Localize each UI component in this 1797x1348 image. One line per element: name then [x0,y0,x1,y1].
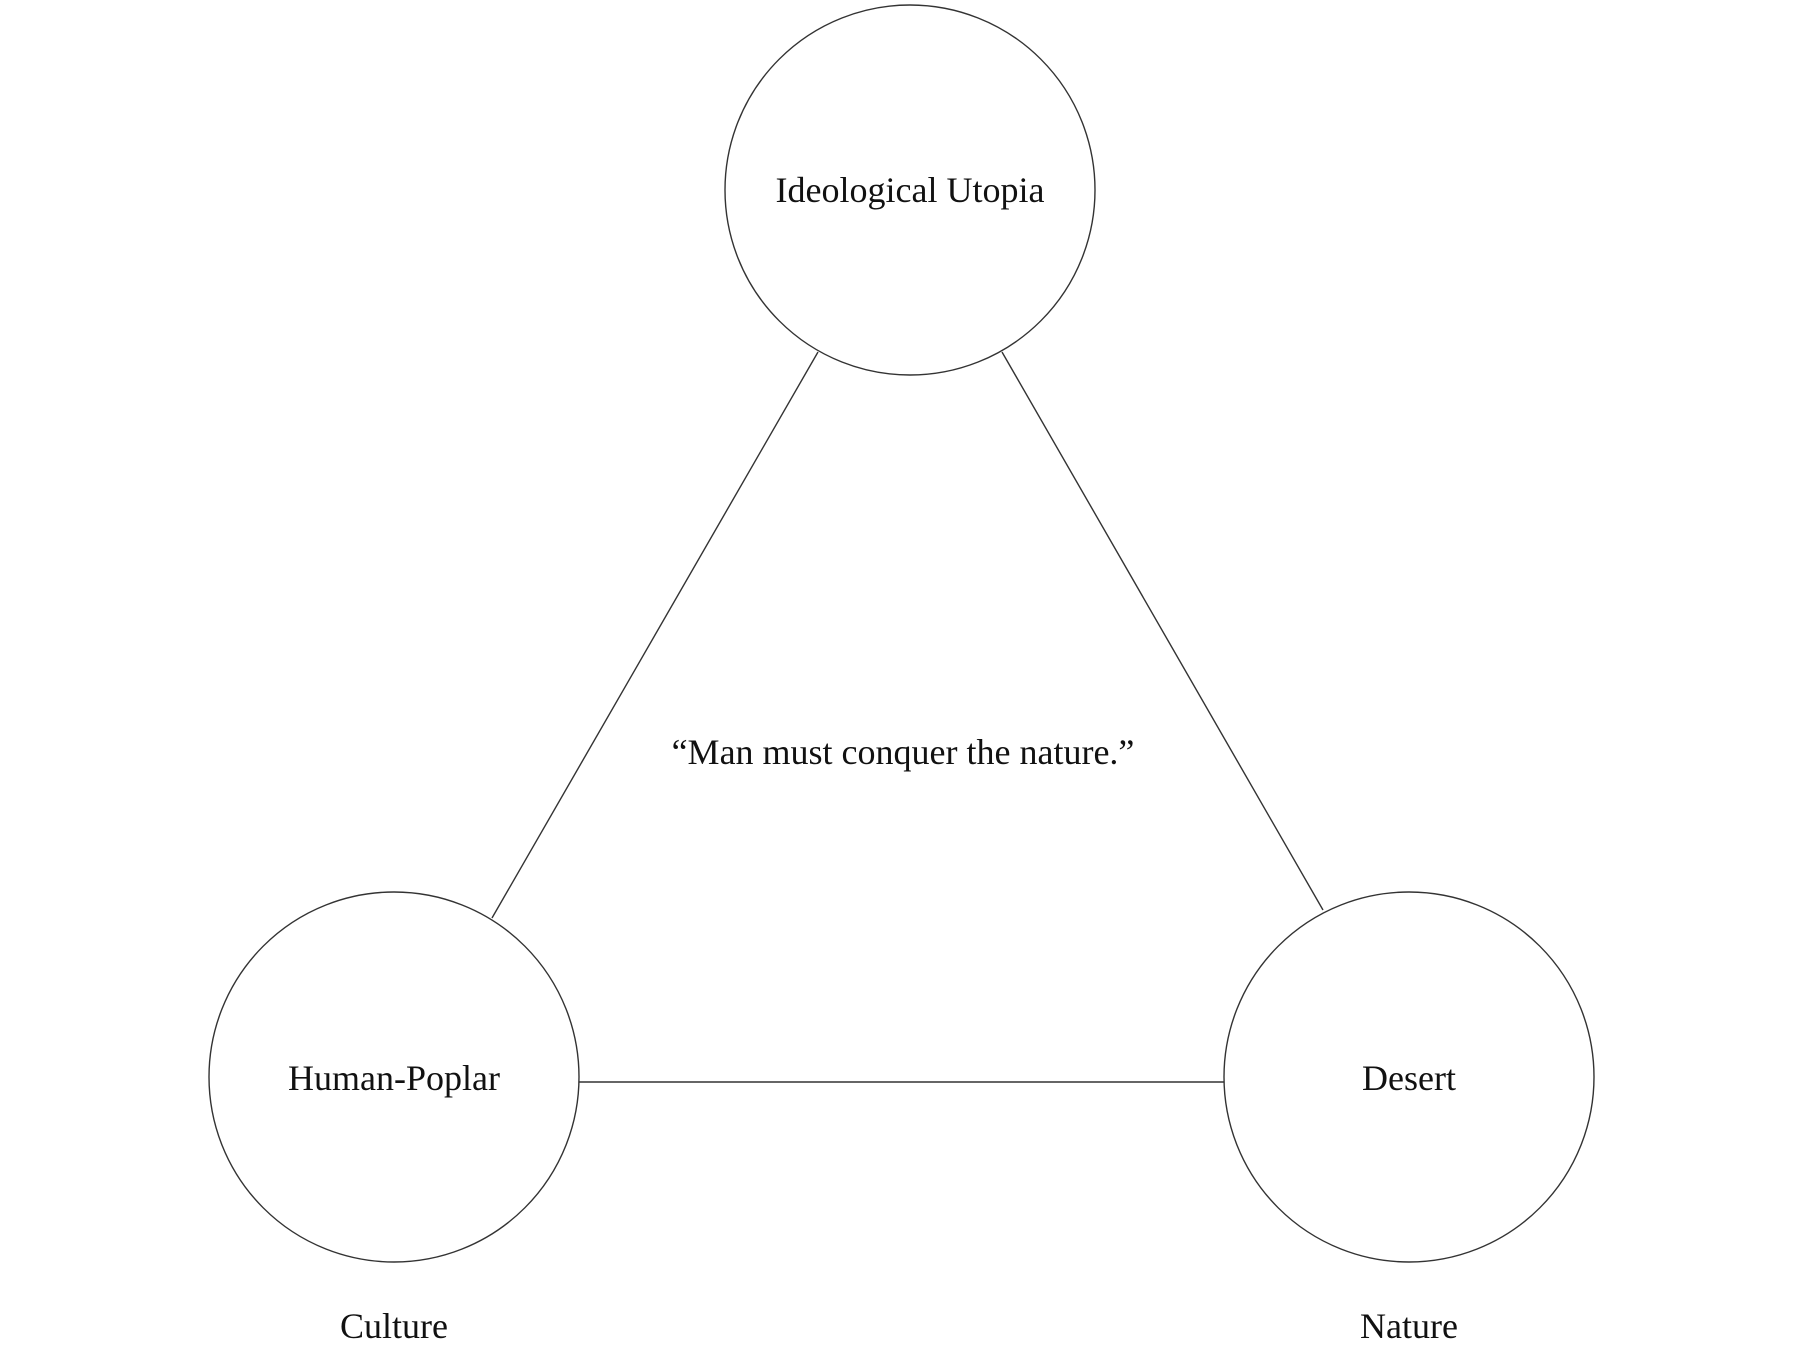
axis-label-culture: Culture [340,1306,448,1346]
edge-utopia-to-poplar [491,351,819,919]
node-ideological-utopia-label: Ideological Utopia [776,170,1045,210]
node-human-poplar: Human-Poplar [208,891,580,1263]
node-human-poplar-circle [208,891,580,1263]
axis-label-nature: Nature [1360,1306,1458,1346]
center-quote: “Man must conquer the nature.” [672,732,1135,772]
node-desert-circle [1223,891,1595,1263]
node-desert: Desert [1223,891,1595,1263]
node-human-poplar-label: Human-Poplar [288,1058,500,1098]
node-ideological-utopia: Ideological Utopia [724,4,1096,376]
edge-utopia-to-desert [1001,351,1324,911]
node-desert-label: Desert [1362,1058,1456,1098]
node-ideological-utopia-circle [724,4,1096,376]
